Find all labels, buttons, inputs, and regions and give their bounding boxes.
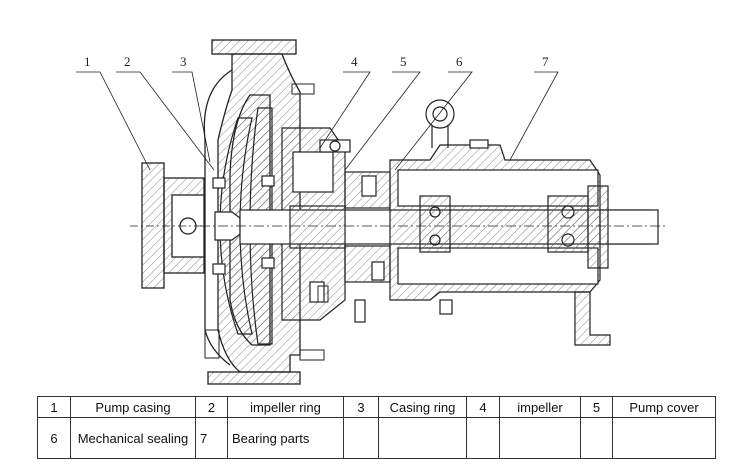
callout-5: 5	[400, 54, 407, 69]
part-name: Casing ring	[378, 396, 467, 418]
part-number: 2	[195, 396, 228, 418]
table-row: 1 Pump casing 2 impeller ring 3 Casing r…	[37, 396, 716, 418]
callout-labels: 1 2 3 4 5 6 7	[84, 54, 549, 69]
empty-cell	[499, 417, 581, 459]
part-name: Pump casing	[70, 396, 196, 418]
callout-6: 6	[456, 54, 463, 69]
callout-7: 7	[542, 54, 549, 69]
empty-cell	[612, 417, 716, 459]
bolts-drawing	[204, 83, 329, 361]
leader-lines	[76, 71, 559, 171]
callout-2: 2	[124, 54, 131, 69]
callout-4: 4	[351, 54, 358, 69]
part-number: 7	[195, 417, 228, 459]
part-name: Bearing parts	[227, 417, 344, 459]
part-name: Pump cover	[612, 396, 716, 418]
part-number: 6	[37, 417, 71, 459]
callout-3: 3	[180, 54, 187, 69]
empty-cell	[343, 417, 379, 459]
mechanical-seal-drawing	[344, 171, 391, 283]
suction-nozzle-drawing	[130, 162, 205, 289]
parts-legend-table: 1 Pump casing 2 impeller ring 3 Casing r…	[37, 396, 716, 459]
empty-cell	[466, 417, 500, 459]
part-number: 5	[580, 396, 613, 418]
part-number: 4	[466, 396, 500, 418]
part-name: impeller	[499, 396, 581, 418]
pump-cross-section-drawing: 1 2 3 4 5 6 7	[76, 39, 665, 385]
part-name: impeller ring	[227, 396, 344, 418]
callout-1: 1	[84, 54, 91, 69]
part-name: Mechanical sealing	[70, 417, 196, 459]
empty-cell	[580, 417, 613, 459]
part-number: 1	[37, 396, 71, 418]
empty-cell	[378, 417, 467, 459]
part-number: 3	[343, 396, 379, 418]
table-row: 6 Mechanical sealing 7 Bearing parts	[37, 417, 716, 459]
bearing-housing-drawing	[354, 99, 611, 346]
